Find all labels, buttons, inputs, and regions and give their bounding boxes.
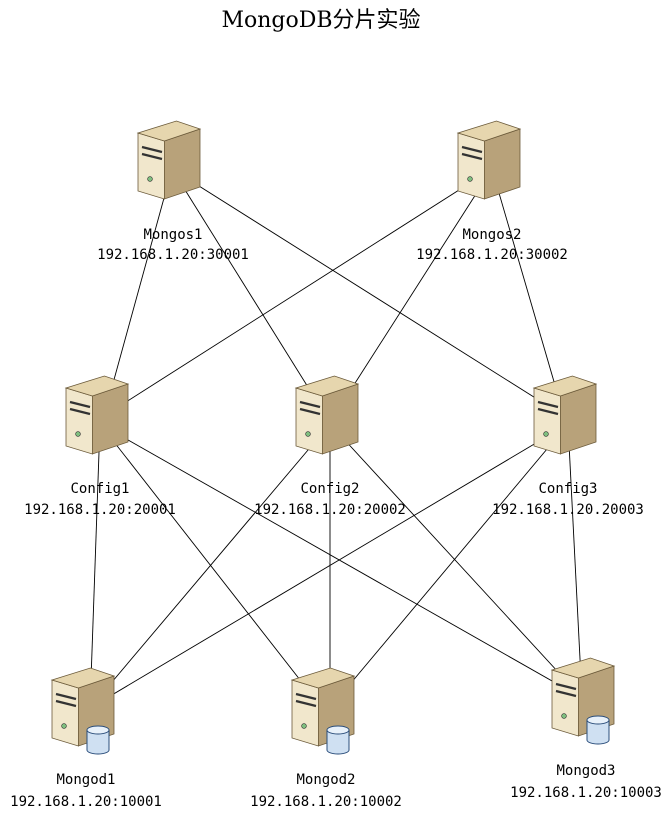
edge-config2-to-mongod1 bbox=[89, 423, 331, 709]
edge-mongos1-to-config1 bbox=[102, 168, 173, 417]
labels-layer: Mongos1 192.168.1.20:30001 Mongos2 192.1… bbox=[10, 227, 662, 810]
config3-address-label: 192.168.1.20.20003 bbox=[492, 502, 644, 518]
config2-address-label: 192.168.1.20:20002 bbox=[254, 502, 406, 518]
edge-mongos2-to-config3 bbox=[491, 168, 566, 417]
mongod2-address-label: 192.168.1.20:10002 bbox=[250, 794, 402, 810]
mongos2-address-label: 192.168.1.20:30002 bbox=[416, 247, 568, 263]
mongos1-address-label: 192.168.1.20:30001 bbox=[97, 247, 249, 263]
mongod1-address-label: 192.168.1.20:10001 bbox=[10, 794, 162, 810]
edge-config3-to-mongod3 bbox=[567, 423, 587, 699]
edge-config2-to-mongod3 bbox=[329, 423, 583, 699]
mongos2-server-icon bbox=[456, 120, 522, 200]
config2-server-icon bbox=[294, 375, 360, 455]
mongod3-name-label: Mongod3 bbox=[556, 763, 615, 779]
mongod2-name-label: Mongod2 bbox=[296, 772, 355, 788]
config1-server-icon bbox=[64, 375, 130, 455]
mongod3-address-label: 192.168.1.20:10003 bbox=[510, 785, 662, 801]
edge-config1-to-mongod3 bbox=[99, 423, 583, 699]
edge-mongos2-to-config2 bbox=[333, 168, 493, 417]
edge-mongos1-to-config3 bbox=[171, 168, 565, 417]
edge-config3-to-mongod2 bbox=[329, 423, 569, 709]
mongod1-name-label: Mongod1 bbox=[56, 772, 115, 788]
config2-name-label: Config2 bbox=[300, 481, 359, 497]
config3-server-icon bbox=[532, 375, 598, 455]
mongod3-database-server-icon bbox=[550, 657, 616, 745]
mongos1-name-label: Mongos1 bbox=[143, 227, 202, 243]
edge-mongos2-to-config1 bbox=[103, 168, 493, 417]
mongos1-server-icon bbox=[136, 120, 202, 200]
edge-mongos1-to-config2 bbox=[171, 168, 327, 417]
mongod1-database-server-icon bbox=[50, 667, 116, 755]
nodes-layer bbox=[50, 120, 616, 755]
edge-config1-to-mongod1 bbox=[85, 423, 101, 709]
mongos2-name-label: Mongos2 bbox=[462, 227, 521, 243]
edges-layer bbox=[85, 168, 587, 709]
config1-name-label: Config1 bbox=[70, 481, 129, 497]
edge-config3-to-mongod1 bbox=[89, 423, 569, 709]
edge-config1-to-mongod2 bbox=[99, 423, 323, 709]
diagram-title: MongoDB分片实验 bbox=[221, 8, 420, 33]
mongod2-database-server-icon bbox=[290, 667, 356, 755]
config1-address-label: 192.168.1.20:20001 bbox=[24, 502, 176, 518]
config3-name-label: Config3 bbox=[538, 481, 597, 497]
